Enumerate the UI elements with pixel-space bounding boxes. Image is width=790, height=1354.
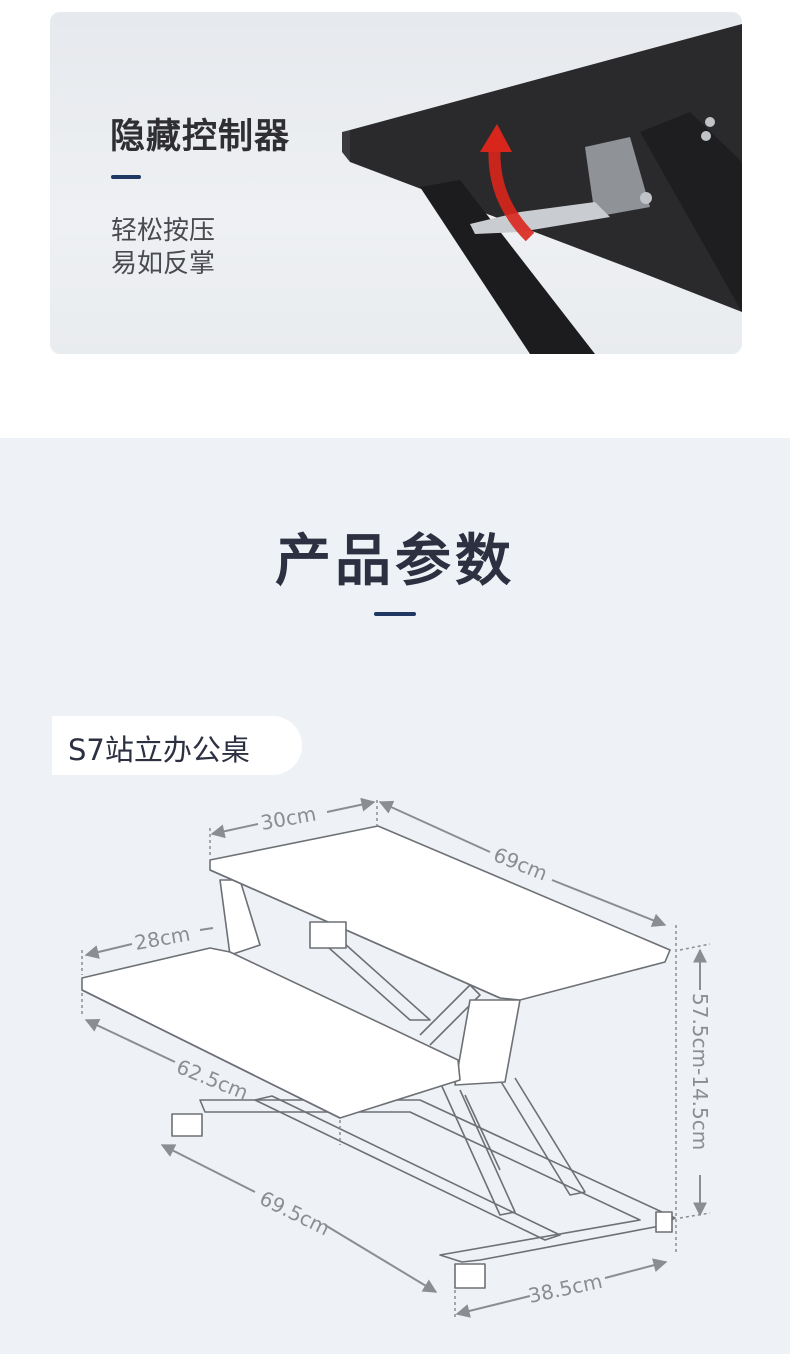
dim-keyboard-depth: 28cm [133,922,192,955]
hidden-controller-card: 隐藏控制器 轻松按压 易如反掌 [50,12,742,354]
controller-lever [470,202,610,234]
dim-height-range: 57.5cm-14.5cm [688,993,712,1150]
product-params-section: 产品参数 S7站立办公桌 [0,438,790,1354]
dim-base-length: 69.5cm [256,1186,334,1240]
model-label-text: S7站立办公桌 [68,733,250,767]
feature-section: 隐藏控制器 轻松按压 易如反掌 [0,0,790,438]
section-title: 产品参数 [275,529,515,594]
title-underline [111,175,141,179]
base-foot [454,1263,486,1289]
controller-photo [342,24,742,354]
dim-top-depth: 30cm [259,802,318,835]
dim-base-width: 38.5cm [526,1269,604,1308]
model-label: S7站立办公桌 [52,716,302,775]
controller-bracket [585,137,650,217]
arrow-head-icon [480,124,512,152]
description-line: 轻松按压 [111,216,216,246]
base-foot [171,1113,203,1137]
base-foot [655,1211,673,1233]
desk-leg [420,180,595,354]
section-underline [374,612,416,616]
press-arrow [488,141,535,242]
feature-description: 轻松按压 易如反掌 [111,215,215,281]
feature-title: 隐藏控制器 [110,117,291,157]
desk-underside [350,24,742,312]
description-line: 易如反掌 [111,249,216,279]
desk-leg-rear [640,112,742,312]
desk-dimension-diagram: 30cm 69cm 28cm 62.5cm 57.5cm-14.5cm 69.5… [81,797,712,1320]
